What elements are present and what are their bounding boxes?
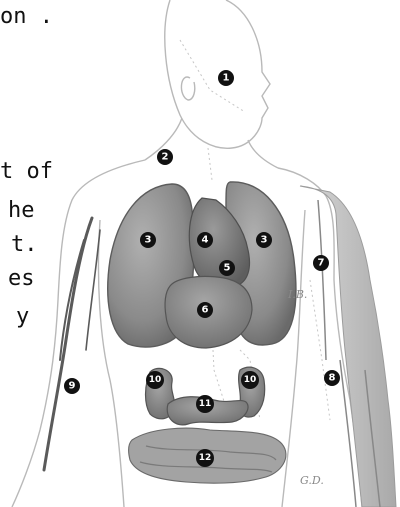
marker-12: 12 [196, 449, 214, 467]
marker-2: 2 [157, 149, 173, 165]
faint-label-ib: I.B. [287, 288, 307, 301]
marker-10-left: 10 [241, 371, 259, 389]
svg-text:10: 10 [149, 375, 162, 385]
svg-text:3: 3 [145, 235, 152, 246]
faint-label-gd: G.D. [300, 474, 324, 487]
marker-11: 11 [196, 395, 214, 413]
marker-10-right: 10 [146, 371, 164, 389]
svg-text:3: 3 [261, 235, 268, 246]
svg-text:5: 5 [224, 263, 231, 274]
svg-text:7: 7 [318, 258, 325, 269]
marker-3-left: 3 [256, 232, 272, 248]
marker-3-right: 3 [140, 232, 156, 248]
svg-text:6: 6 [202, 305, 209, 316]
svg-text:2: 2 [162, 152, 169, 163]
svg-text:9: 9 [69, 381, 76, 392]
svg-text:8: 8 [329, 373, 336, 384]
svg-text:11: 11 [199, 399, 212, 409]
marker-9: 9 [64, 378, 80, 394]
svg-text:1: 1 [223, 73, 230, 84]
marker-1: 1 [218, 70, 234, 86]
svg-text:10: 10 [244, 375, 257, 385]
svg-text:12: 12 [199, 453, 212, 463]
marker-6: 6 [197, 302, 213, 318]
right-arm [300, 186, 396, 507]
marker-5: 5 [219, 260, 235, 276]
marker-7: 7 [313, 255, 329, 271]
marker-8: 8 [324, 370, 340, 386]
svg-text:4: 4 [202, 235, 209, 246]
marker-4: 4 [197, 232, 213, 248]
arm-vessels [44, 218, 100, 470]
